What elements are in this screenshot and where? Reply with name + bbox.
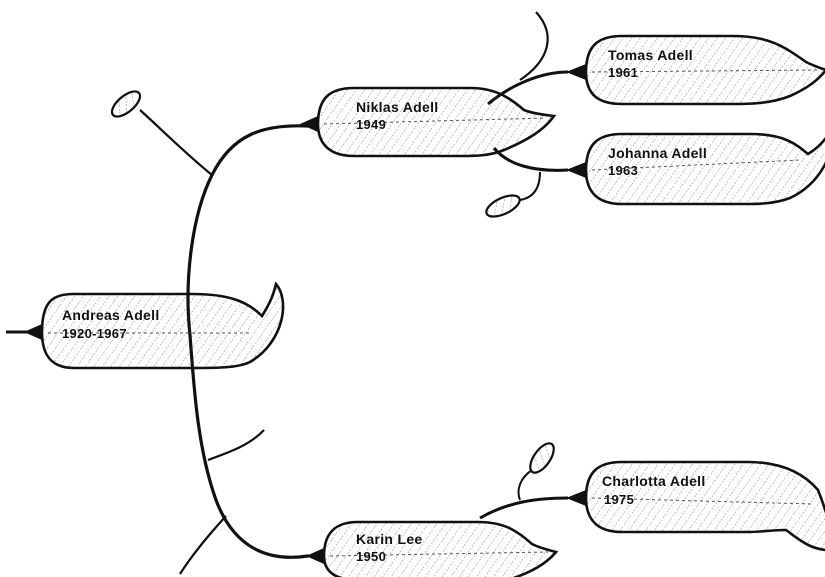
leaf-karin-years: 1950 <box>356 550 386 563</box>
trunk-lower-tendril <box>208 430 264 460</box>
leaf-niklas-name: Niklas Adell <box>356 100 438 114</box>
branch-karin-charlotta <box>480 498 568 518</box>
branch-johanna-bud <box>520 172 540 200</box>
branch-charlotta-bud <box>519 470 533 500</box>
leaf-charlotta-name: Charlotta Adell <box>602 474 706 488</box>
bud-top-left <box>108 87 144 121</box>
branch-niklas-curl <box>520 12 548 80</box>
leaf-karin-name: Karin Lee <box>356 532 423 546</box>
leaf-johanna-name: Johanna Adell <box>608 146 707 160</box>
trunk-upper-tendril <box>140 110 212 175</box>
leaf-tomas <box>566 36 825 104</box>
leaf-karin <box>306 522 556 577</box>
leaf-andreas <box>6 284 283 368</box>
leaf-charlotta-years: 1975 <box>604 493 634 506</box>
leaf-niklas-years: 1949 <box>356 118 386 131</box>
bud-charlotta <box>526 439 559 476</box>
branch-niklas-johanna <box>494 148 568 170</box>
leaf-tomas-name: Tomas Adell <box>608 48 693 62</box>
trunk-bottom-tendril <box>180 516 226 574</box>
leaf-johanna <box>566 128 825 204</box>
bud-johanna <box>483 191 522 221</box>
leaf-tomas-years: 1961 <box>608 66 638 79</box>
leaf-andreas-years: 1920-1967 <box>62 327 127 340</box>
leaf-andreas-name: Andreas Adell <box>62 308 160 322</box>
leaf-johanna-years: 1963 <box>608 164 638 177</box>
